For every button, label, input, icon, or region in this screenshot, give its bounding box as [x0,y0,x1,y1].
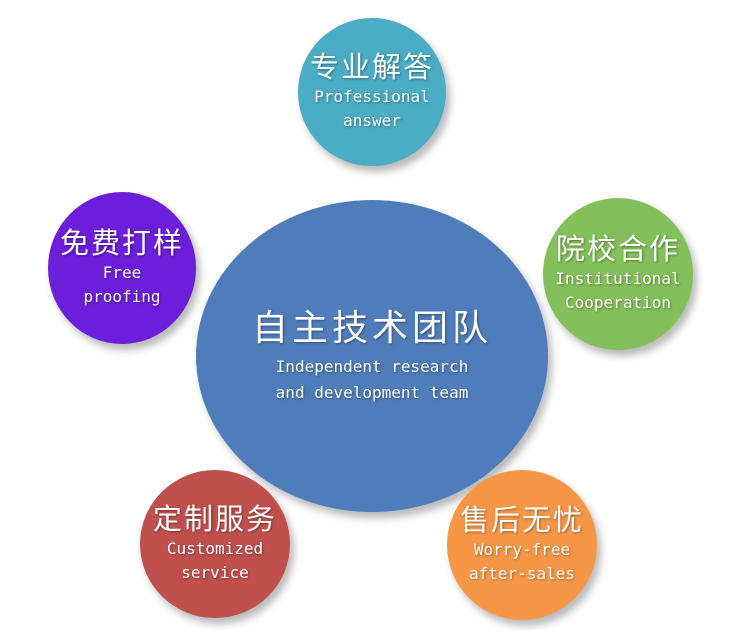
bottom-left-title: 定制服务 [152,501,277,536]
right-line2: Cooperation [565,293,671,313]
center-circle-rd-team: 自主技术团队 Independent research and developm… [196,200,548,512]
center-subtitle-line1: Independent research [275,357,469,376]
circle-free-proofing: 免费打样 Free proofing [48,192,196,344]
bottom-right-line1: Worry-free [473,539,571,559]
center-title: 自主技术团队 [251,307,492,349]
circle-worry-free-after-sales: 售后无忧 Worry-free after-sales [447,470,597,620]
circle-institutional-cooperation: 院校合作 Institutional Cooperation [543,198,693,350]
right-line1: Institutional [555,268,681,288]
circle-customized-service: 定制服务 Customized service [140,470,290,618]
bottom-right-line2: after-sales [469,564,575,584]
bottom-left-line2: service [181,563,249,583]
left-title: 免费打样 [59,225,184,260]
right-title: 院校合作 [555,231,680,266]
left-line1: Free [102,262,142,282]
bottom-left-line1: Customized [166,538,264,558]
circle-professional-answer: 专业解答 Professional answer [298,18,446,166]
top-line2: answer [343,111,401,131]
center-subtitle-line2: and development team [275,382,469,402]
top-title: 专业解答 [309,49,434,84]
top-line1: Professional [314,86,430,106]
left-line2: proofing [83,287,161,307]
bottom-right-title: 售后无忧 [459,502,584,537]
